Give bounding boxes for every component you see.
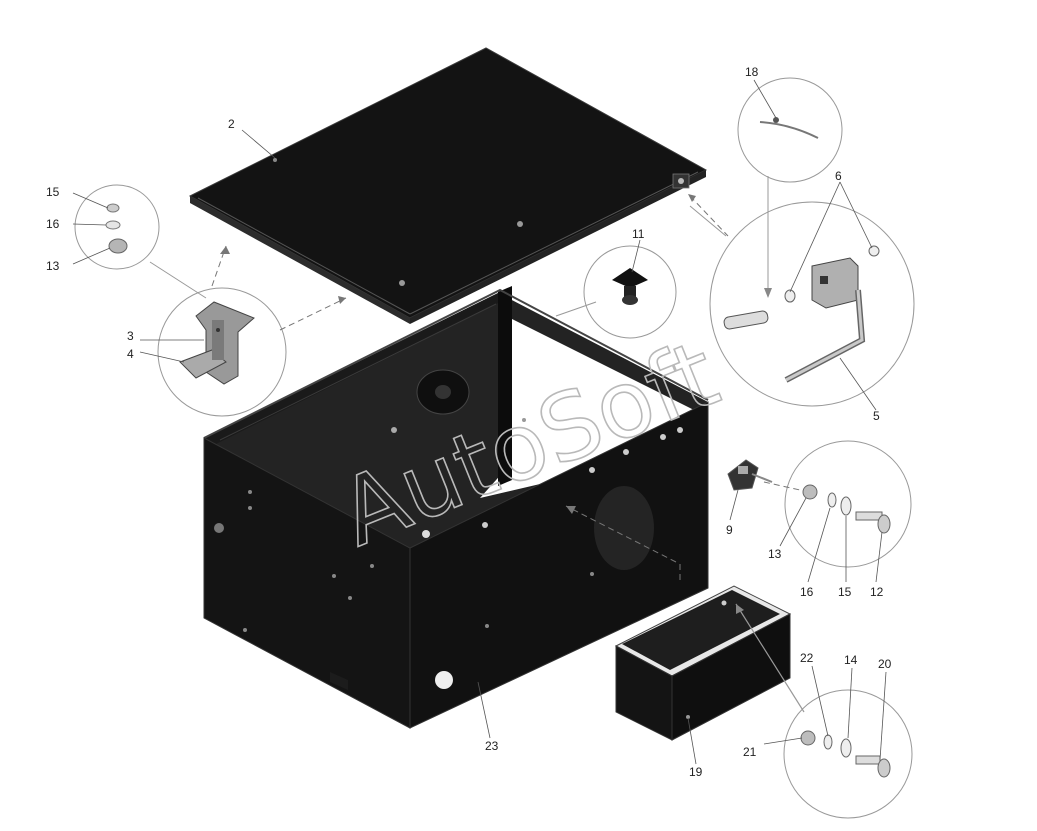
callout-18: 18	[745, 65, 759, 79]
detail-circle-bolts-bottom	[783, 689, 913, 819]
callout-2: 2	[228, 117, 235, 131]
detail-circle-bracket	[157, 287, 287, 417]
callout-6: 6	[835, 169, 842, 183]
callout-21: 21	[743, 745, 757, 759]
callout-13-right: 13	[768, 547, 782, 561]
callout-16-right: 16	[800, 585, 814, 599]
callout-22: 22	[800, 651, 814, 665]
detail-circles	[74, 77, 915, 819]
callout-14: 14	[844, 653, 858, 667]
box-body-part	[203, 286, 709, 729]
callout-4: 4	[127, 347, 134, 361]
hinge-part	[727, 459, 773, 491]
callout-19: 19	[689, 765, 703, 779]
washer-set-left	[105, 203, 128, 254]
bracket-part	[179, 301, 255, 385]
leader-lines	[72, 79, 887, 765]
callout-11: 11	[632, 227, 645, 241]
battery-tray-part	[614, 585, 792, 741]
callout-23: 23	[485, 739, 499, 753]
assembly-arrows	[149, 176, 805, 713]
callout-12: 12	[870, 585, 884, 599]
callout-15-right: 15	[838, 585, 852, 599]
callout-3: 3	[127, 329, 134, 343]
lid-part	[188, 47, 708, 324]
detail-circle-bolts-right	[784, 440, 912, 568]
callout-20: 20	[878, 657, 892, 671]
detail-circle-clip-11	[583, 245, 677, 339]
callout-16-left: 16	[46, 217, 60, 231]
callout-13-left: 13	[46, 259, 60, 273]
callout-9: 9	[726, 523, 733, 537]
bolt-set-right	[802, 484, 891, 534]
callout-15-left: 15	[46, 185, 60, 199]
callout-labels: 2 15 16 13 3 4 11 18 6 5 9 13 16 15 12 2…	[46, 65, 892, 779]
bolt-set-bottom	[800, 730, 891, 778]
detail-circle-wire-18	[737, 77, 843, 183]
wire-part	[759, 117, 819, 139]
clip-part	[612, 268, 648, 305]
latch-part	[723, 245, 880, 383]
callout-5: 5	[873, 409, 880, 423]
detail-circle-washers-left	[74, 184, 160, 270]
detail-circle-latch-5	[709, 201, 915, 407]
